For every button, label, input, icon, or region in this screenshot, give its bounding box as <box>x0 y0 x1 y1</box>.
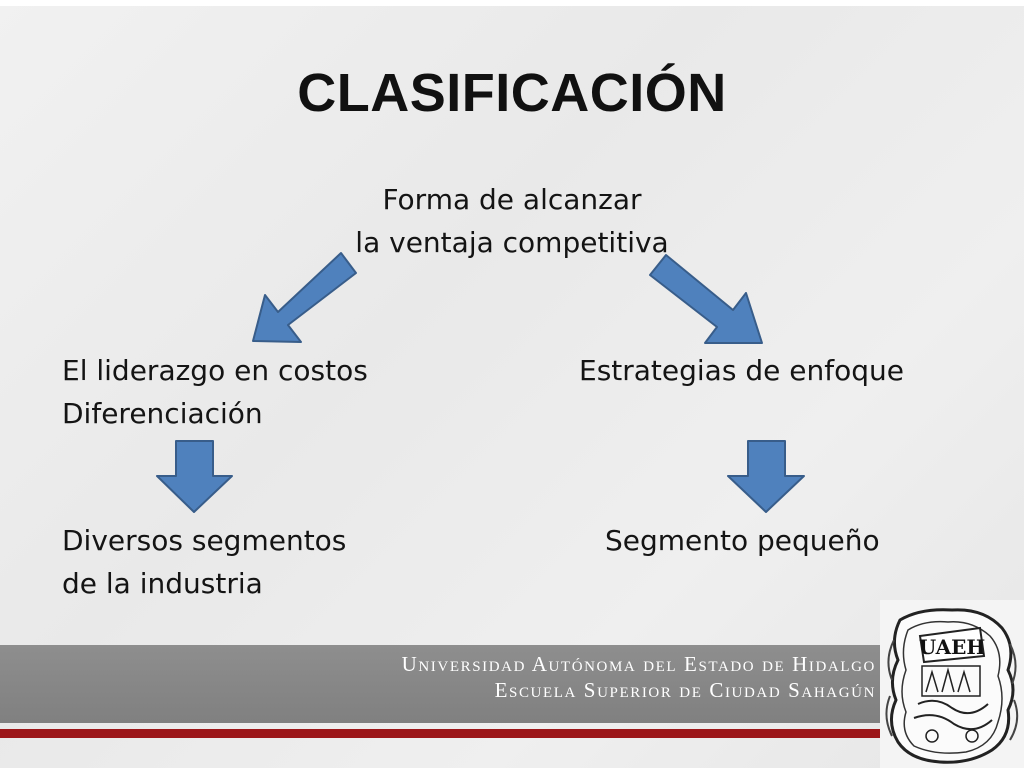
arrow-root-to-left <box>252 252 357 343</box>
top-rule <box>0 0 1024 6</box>
right-node-line-1: Estrategias de enfoque <box>579 354 904 387</box>
university-seal-logo: UAEH <box>880 600 1024 768</box>
arrow-left-down <box>156 440 233 513</box>
slide-title: CLASIFICACIÓN <box>297 63 727 123</box>
root-node-line-1: Forma de alcanzar <box>382 183 642 216</box>
root-node: Forma de alcanzar la ventaja competitiva <box>312 178 712 264</box>
footer-red-rule <box>0 729 1024 738</box>
left-result-line-2: de la industria <box>62 567 263 600</box>
footer-band <box>0 645 1024 723</box>
left-result-line-1: Diversos segmentos <box>62 524 347 557</box>
right-result-line-1: Segmento pequeño <box>605 524 880 557</box>
arrow-root-to-right <box>649 254 763 344</box>
left-node-line-2: Diferenciación <box>62 397 263 430</box>
left-node: El liderazgo en costos Diferenciación <box>62 349 368 435</box>
root-node-line-2: la ventaja competitiva <box>355 226 669 259</box>
left-result-node: Diversos segmentos de la industria <box>62 519 346 605</box>
university-name: Universidad Autónoma del Estado de Hidal… <box>401 652 876 676</box>
seal-text: UAEH <box>919 635 985 659</box>
left-node-line-1: El liderazgo en costos <box>62 354 368 387</box>
school-name: Escuela Superior de Ciudad Sahagún <box>494 678 876 702</box>
right-result-node: Segmento pequeño <box>605 519 880 562</box>
arrow-right-down <box>727 440 805 513</box>
right-node: Estrategias de enfoque <box>579 349 904 392</box>
